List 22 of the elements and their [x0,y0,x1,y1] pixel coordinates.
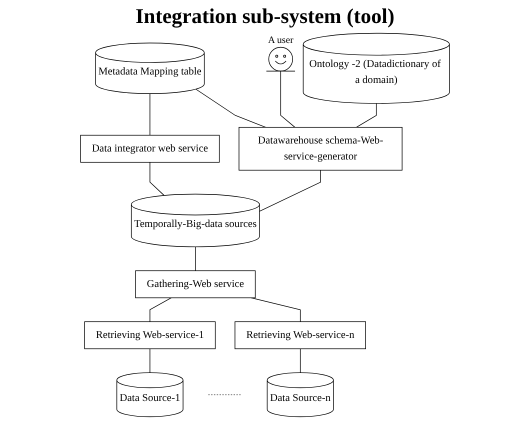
process-box: Retrieving Web-service-1 [84,321,216,350]
connector-line [356,103,377,128]
process-box: Datawarehouse schema-Web-service-generator [238,126,402,171]
connector-line [300,348,301,374]
process-box: Gathering-Web service [135,270,256,298]
connector-line [250,297,301,322]
database-cylinder: Data Source-1 [116,372,184,418]
node-caption: A user [268,35,294,46]
diagram-title: Integration sub-system (tool) [136,3,394,29]
database-cylinder: Metadata Mapping table [95,42,205,94]
database-cylinder: Temporally-Big-data sources [130,194,260,248]
connector-line [150,297,172,322]
connector-line [280,70,296,128]
process-box: Data integrator web service [80,134,220,163]
connector-line [150,162,164,196]
person-icon [266,46,296,72]
database-cylinder: Ontology -2 (Datadictionary of a domain) [302,32,450,104]
connector-line [259,170,321,212]
process-box: Retrieving Web-service-n [234,321,366,350]
connector-line [195,88,266,128]
connector-line [195,246,196,272]
database-cylinder: Data Source-n [266,372,334,418]
